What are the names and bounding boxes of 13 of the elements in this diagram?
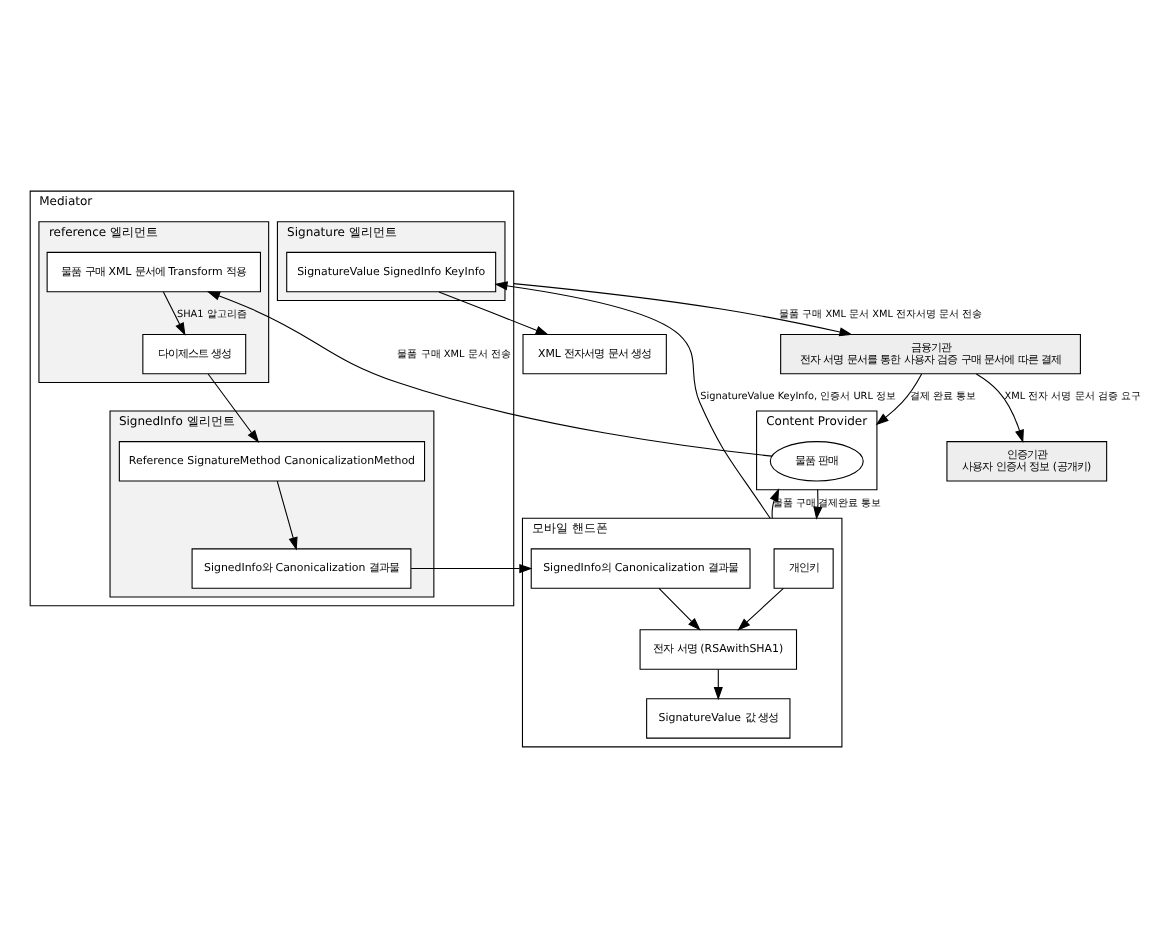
arrow — [875, 372, 923, 425]
arrow — [737, 586, 784, 630]
arrow — [494, 280, 771, 518]
arrow — [276, 479, 298, 550]
arrow — [162, 290, 186, 335]
arrow — [438, 290, 549, 335]
arrow — [513, 282, 853, 336]
arrow — [975, 372, 1024, 442]
arrow — [813, 488, 823, 519]
arrow — [207, 372, 260, 442]
arrow — [206, 290, 773, 456]
arrow — [410, 562, 533, 573]
arrow — [658, 586, 701, 630]
